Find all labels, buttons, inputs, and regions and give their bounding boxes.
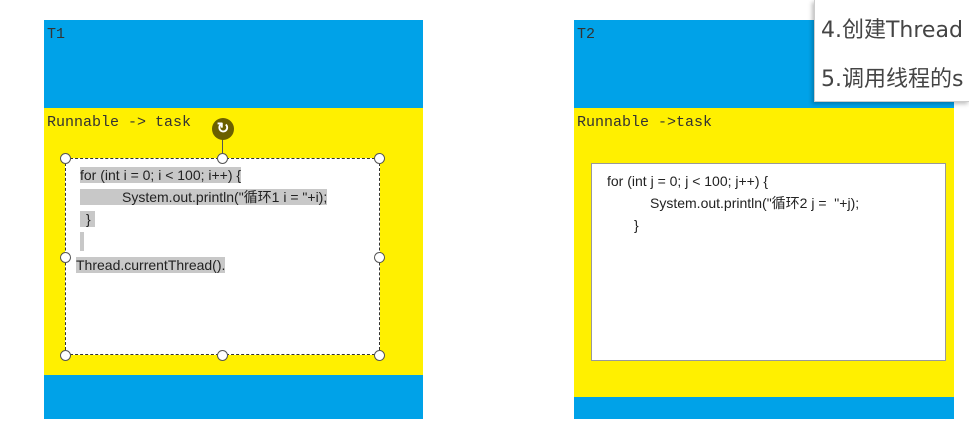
resize-handle-bottom-left[interactable] (60, 350, 71, 361)
t2-code-textbox[interactable]: for (int j = 0; j < 100; j++) { System.o… (591, 163, 946, 361)
popup-item-4[interactable]: 4.创建Thread (821, 18, 963, 43)
t2-bottom-bar (574, 397, 954, 419)
t1-code-blank-line (80, 232, 84, 251)
resize-handle-bottom[interactable] (217, 350, 228, 361)
popup-item-5[interactable]: 5.调用线程的s (821, 67, 964, 92)
t1-runnable-label: Runnable -> task (47, 114, 192, 131)
t1-code-line-1[interactable]: for (int i = 0; i < 100; i++) { (80, 167, 242, 183)
t2-code-line-1: for (int j = 0; j < 100; j++) { (607, 173, 769, 189)
t1-code-line-4[interactable]: Thread.currentThread(). (76, 257, 226, 273)
resize-handle-top-right[interactable] (374, 153, 385, 164)
selected-code-textbox[interactable]: for (int i = 0; i < 100; i++) { System.o… (65, 158, 380, 355)
rotate-stem (222, 136, 223, 158)
t1-bottom-bar (44, 375, 423, 419)
slide-outline-popup: 4.创建Thread 5.调用线程的s (814, 0, 969, 102)
t1-title: T1 (47, 26, 66, 43)
resize-handle-top-left[interactable] (60, 153, 71, 164)
resize-handle-top[interactable] (217, 153, 228, 164)
rotate-icon[interactable]: ↻ (212, 118, 234, 140)
t2-code-line-2: System.out.println("循环2 j = "+j); (650, 195, 860, 211)
t1-top-bar (44, 20, 423, 108)
t2-code-line-3: } (634, 217, 639, 233)
resize-handle-left[interactable] (60, 252, 71, 263)
resize-handle-right[interactable] (374, 252, 385, 263)
t1-code-line-3[interactable]: } (80, 211, 95, 227)
t2-runnable-label: Runnable ->task (577, 114, 713, 131)
t1-code-line-2[interactable]: System.out.println("循环1 i = "+i); (80, 189, 328, 205)
thread-panel-t1: T1 Runnable -> task ↻ for (int i = 0; i … (44, 20, 423, 419)
t2-title: T2 (577, 26, 596, 43)
resize-handle-bottom-right[interactable] (374, 350, 385, 361)
